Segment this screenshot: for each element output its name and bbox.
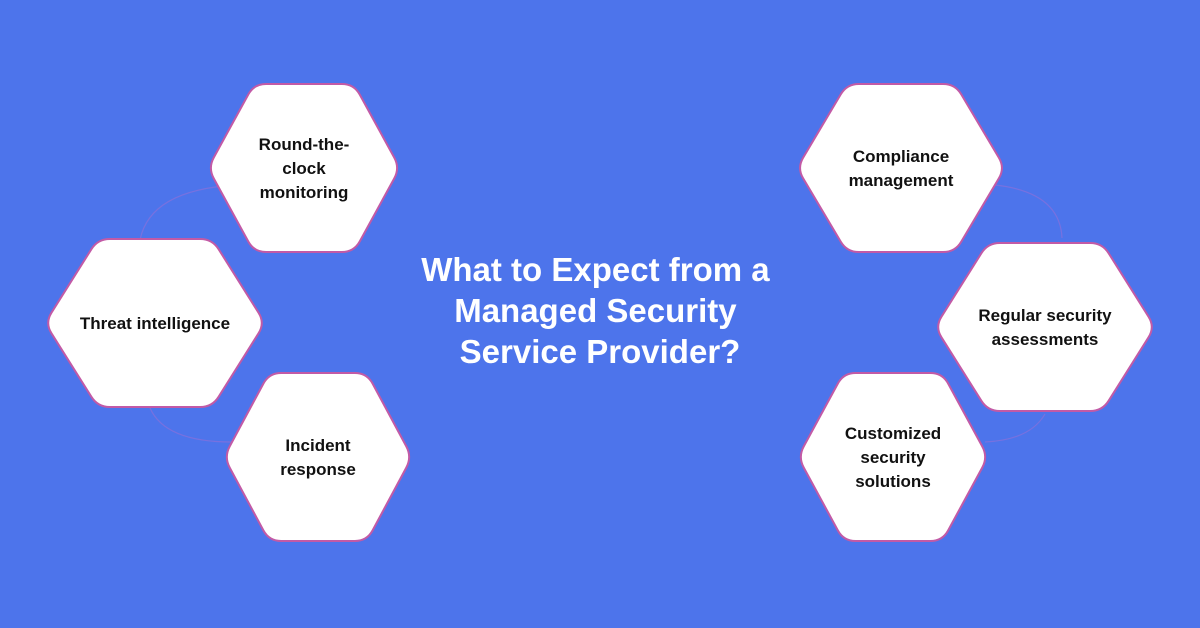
hexagon-label: Threat intelligence <box>80 314 230 333</box>
title-line-3: Service Provider? <box>460 333 741 370</box>
hexagon-shape <box>209 83 399 253</box>
hexagon-label-line: Compliance <box>853 147 949 166</box>
hexagon-shape <box>47 238 263 408</box>
title-line-1: What to Expect from a <box>421 251 770 288</box>
hexagon-label-line: management <box>849 171 954 190</box>
title-line-2: Managed Security <box>454 292 737 329</box>
hexagon-shape <box>799 83 1003 253</box>
hexagon-label-line: security <box>860 448 926 467</box>
page-title: What to Expect from a Managed Security S… <box>421 251 779 370</box>
hexagon-label: Round-the-clock monitoring <box>259 135 350 202</box>
hexagon-shape <box>937 242 1153 412</box>
hexagon-label-line: response <box>280 460 356 479</box>
hexagon-label-line: Customized <box>845 424 941 443</box>
hexagon-label: Regular security assessments <box>978 306 1112 349</box>
hexagon-incident-response: Incident response <box>225 372 411 542</box>
hexagon-label-line: clock <box>282 159 326 178</box>
hexagon-label-line: Regular security <box>978 306 1112 325</box>
hexagon-regular-security-assessments: Regular security assessments <box>937 242 1153 412</box>
hexagon-label-line: monitoring <box>260 183 349 202</box>
right-connector-arc <box>984 184 1063 443</box>
hexagon-group: Round-the-clock monitoring Threat intelli… <box>47 83 1153 542</box>
hexagon-shape <box>799 372 987 542</box>
hexagon-label-line: Incident <box>285 436 351 455</box>
hexagon-compliance-management: Compliance management <box>799 83 1003 253</box>
hexagon-shape <box>225 372 411 542</box>
hexagon-round-the-clock-monitoring: Round-the-clock monitoring <box>209 83 399 253</box>
hexagon-label: Compliance management <box>849 147 954 190</box>
hexagon-label-line: solutions <box>855 472 931 491</box>
hexagon-customized-security-solutions: Customized security solutions <box>799 372 987 542</box>
hexagon-label: Customized security solutions <box>845 424 941 491</box>
hexagon-label: Incident response <box>280 436 356 479</box>
hexagon-threat-intelligence: Threat intelligence <box>47 238 263 408</box>
hexagon-label-line: assessments <box>992 330 1099 349</box>
hexagon-label-line: Threat intelligence <box>80 314 230 333</box>
hexagon-label-line: Round-the- <box>259 135 350 154</box>
